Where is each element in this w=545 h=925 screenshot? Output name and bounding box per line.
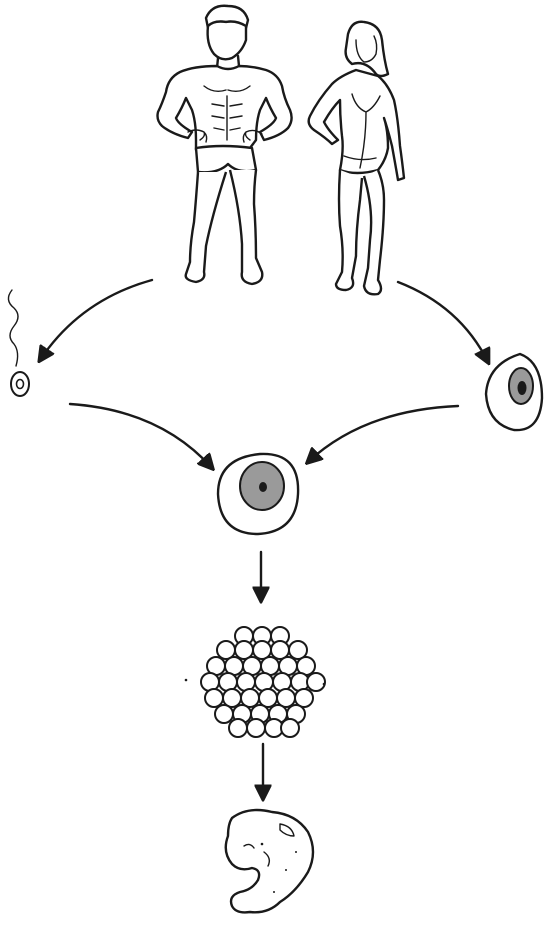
morula-cell [247,719,265,737]
female-figure-icon [309,22,404,295]
male-figure-icon [158,6,292,284]
morula-cell [307,673,325,691]
morula-cell [229,719,247,737]
morula-cell [281,719,299,737]
morula-right-dot [323,683,326,686]
egg-to-zygote-arrow [308,406,458,462]
morula-left-dot [185,679,188,682]
embryo-icon [226,810,313,912]
egg-cell-icon [486,354,542,430]
morula-cell [205,689,223,707]
morula-cell [215,705,233,723]
male-to-sperm-arrow [40,280,152,360]
sperm-to-zygote-arrow [70,404,212,468]
female-to-egg-arrow [398,282,488,362]
zygote-cell-icon [218,454,298,534]
morula-cluster-icon [201,627,325,737]
sperm-cell-icon [8,290,29,396]
